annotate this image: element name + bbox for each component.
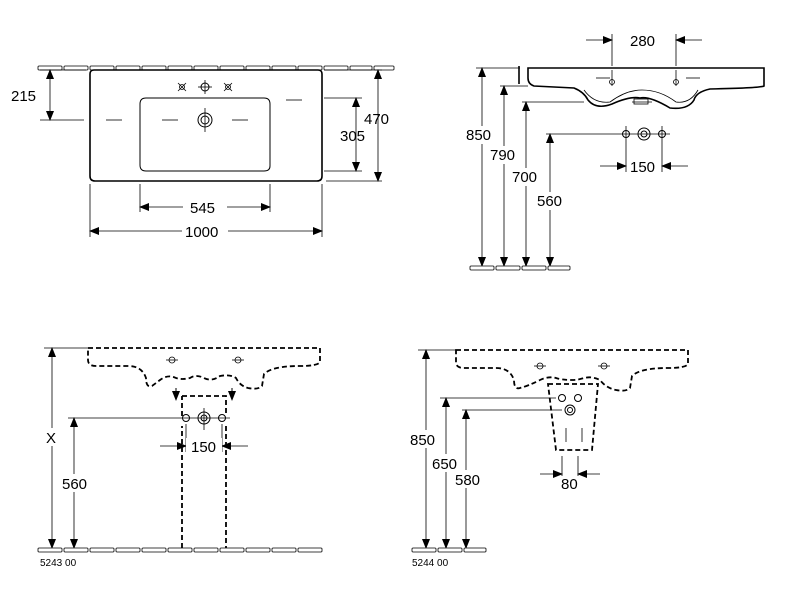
dimension-label-650: 650	[432, 456, 457, 473]
tap-hole-icon	[198, 80, 212, 94]
pedestal-5243	[181, 395, 227, 548]
washbasin-profile-side	[527, 67, 765, 110]
front-view-5244: 80 850 650 580 5244 00	[408, 349, 689, 569]
connection-icon	[558, 394, 582, 416]
washbasin-outline-5244	[455, 349, 689, 392]
dimension-label-470: 470	[364, 111, 389, 128]
front-view-5244-floor	[411, 547, 487, 553]
dimension-label-150-5243: 150	[191, 439, 216, 456]
dimension-label-560-5243: 560	[62, 476, 87, 493]
dimension-label-700: 700	[512, 169, 537, 186]
front-view-5243: 150 X 560 5243 00	[37, 347, 323, 569]
washbasin-outline-top	[89, 69, 323, 182]
dimension-label-305: 305	[340, 128, 365, 145]
tap-hole-marker-icon	[177, 82, 187, 92]
dimension-label-580: 580	[455, 472, 480, 489]
dimension-hole-spacing: 280	[586, 33, 702, 66]
top-view: 215 305 470 545 1000	[11, 65, 395, 241]
article-code-5243: 5243 00	[40, 558, 77, 569]
dimension-label-850-side: 850	[466, 127, 491, 144]
dimension-label-215: 215	[11, 88, 36, 105]
dimension-depths: 305 470	[324, 69, 389, 182]
basin-bowl-top	[139, 97, 271, 172]
washbasin-outline-5243	[87, 347, 321, 390]
dimension-label-560-side: 560	[537, 193, 562, 210]
dimension-front-offset: 215	[11, 69, 86, 121]
dimension-label-850-5244: 850	[410, 432, 435, 449]
article-code-5244: 5244 00	[412, 558, 449, 569]
siphon-cover-5244	[546, 383, 599, 451]
side-view-floor	[469, 265, 571, 271]
connection-icon	[618, 126, 670, 142]
dimension-label-80: 80	[561, 476, 578, 493]
dimension-width: 1000	[89, 184, 323, 241]
drain-icon	[197, 108, 213, 132]
dimension-label-x: X	[46, 430, 56, 447]
connection-icon	[178, 408, 230, 430]
dimension-label-1000: 1000	[185, 224, 218, 241]
dimension-label-545: 545	[190, 200, 215, 217]
dimension-basin-width: 545	[139, 184, 271, 217]
dimension-label-790: 790	[490, 147, 515, 164]
front-view-5243-floor	[37, 547, 323, 553]
dimension-label-280: 280	[630, 33, 655, 50]
tap-hole-marker-icon	[223, 82, 233, 92]
dimension-label-150-side: 150	[630, 159, 655, 176]
dimension-connection-spacing-side: 150	[600, 142, 688, 176]
side-view: 280 150	[464, 33, 765, 271]
